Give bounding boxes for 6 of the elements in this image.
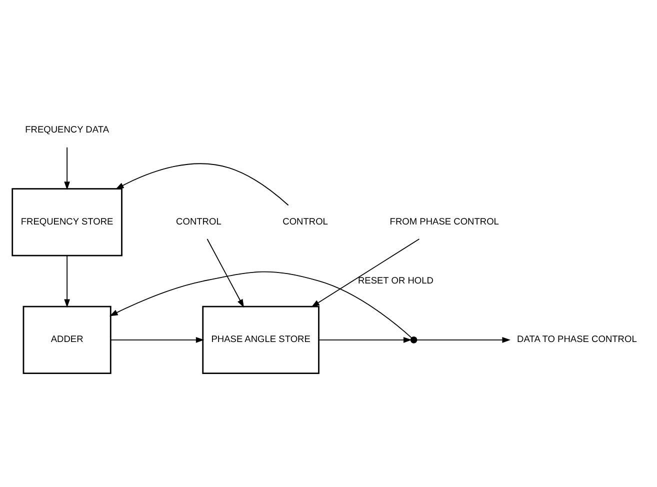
- node-text: DATA TO PHASE CONTROL: [517, 334, 637, 344]
- edge-label: RESET OR HOLD: [358, 275, 434, 286]
- node-text: FREQUENCY DATA: [25, 124, 110, 135]
- node-text: FROM PHASE CONTROL: [390, 216, 499, 226]
- node-text: CONTROL: [176, 216, 222, 226]
- node-text: CONTROL: [282, 216, 328, 226]
